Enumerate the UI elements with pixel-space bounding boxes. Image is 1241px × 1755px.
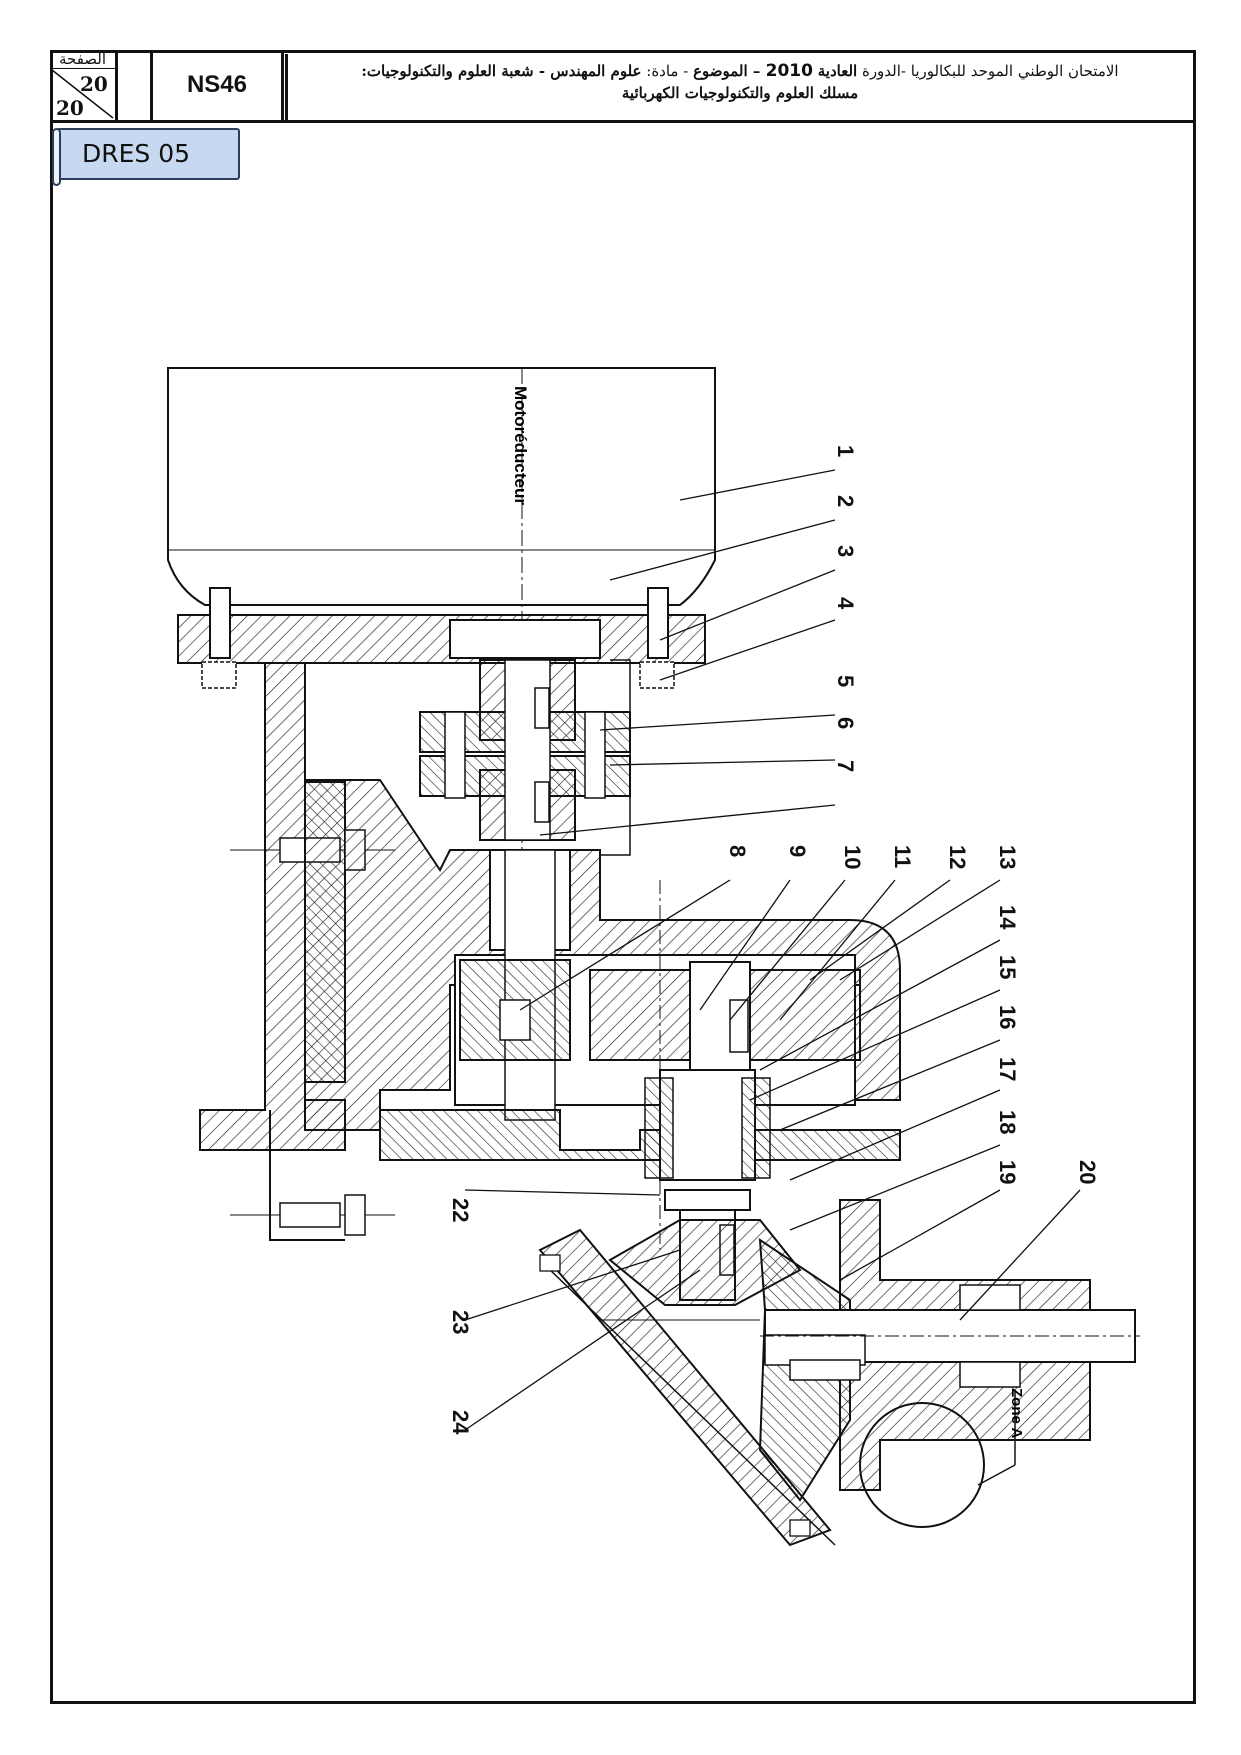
title-subject: علوم المهندس <box>550 62 642 80</box>
title-line2: مسلك العلوم والتكنولوجيات الكهربائية <box>621 84 859 102</box>
part-label-24: 24 <box>448 1410 473 1435</box>
part-label-17: 17 <box>995 1057 1020 1081</box>
part-label-9: 9 <box>785 845 810 857</box>
part-label-6: 6 <box>833 717 858 729</box>
exam-title: الامتحان الوطني الموحد للبكالوريا -الدور… <box>290 50 1190 120</box>
part-label-14: 14 <box>995 905 1020 930</box>
motor-label: Motoréducteur <box>511 386 530 505</box>
bevel-gear-assembly <box>538 1219 851 1547</box>
zone-a-marker: Zone A <box>859 1388 1025 1528</box>
part-label-8: 8 <box>725 845 750 857</box>
page-total: 20 <box>56 96 84 120</box>
page-frame <box>50 50 1196 1704</box>
gear-train <box>459 880 861 1250</box>
part-label-5: 5 <box>833 675 858 687</box>
title-branch: - شعبة العلوم والتكنولوجيات: <box>361 62 551 80</box>
part-label-11: 11 <box>890 845 915 868</box>
page-slash-divider <box>51 69 114 119</box>
part-label-16: 16 <box>995 1005 1020 1029</box>
motor-reducer-body <box>167 367 716 980</box>
title-subject-prefix: - مادة: <box>641 62 694 80</box>
title-session: العادية <box>817 62 858 80</box>
subject-code: NS46 <box>150 50 288 120</box>
part-label-23: 23 <box>448 1310 473 1334</box>
part-label-10: 10 <box>840 845 865 869</box>
part-label-4: 4 <box>833 597 858 610</box>
part-label-1: 1 <box>833 445 858 457</box>
shaft-coupling <box>419 659 631 856</box>
title-mid: – الموضوع <box>693 62 766 80</box>
zone-a-label: Zone A <box>1008 1388 1025 1438</box>
part-label-2: 2 <box>833 495 858 507</box>
part-leaders <box>464 469 1081 1431</box>
part-label-22: 22 <box>448 1198 473 1222</box>
title-year: 2010 <box>765 61 813 81</box>
part-label-7: 7 <box>833 760 858 772</box>
exam-header: الصفحة 20 20 NS46 الامتحان الوطني الموحد… <box>50 50 1196 123</box>
part-label-20: 20 <box>1075 1160 1100 1184</box>
part-label-15: 15 <box>995 955 1020 979</box>
part-number-labels: 1 2 3 4 5 6 7 8 9 10 11 12 13 14 15 16 1… <box>448 445 1100 1435</box>
page-label: الصفحة <box>50 50 115 69</box>
part-label-19: 19 <box>995 1160 1020 1184</box>
part-label-12: 12 <box>945 845 970 869</box>
part-label-3: 3 <box>833 545 858 557</box>
title-prefix: الامتحان الوطني الموحد للبكالوريا -الدور… <box>857 62 1119 80</box>
page-counter: الصفحة 20 20 <box>50 50 118 120</box>
mounting-flange <box>177 587 706 689</box>
output-shaft <box>760 1199 1140 1491</box>
part-label-18: 18 <box>995 1110 1020 1134</box>
document-reference-tab: DRES 05 <box>52 128 240 186</box>
part-label-13: 13 <box>995 845 1020 869</box>
page-number: 20 <box>80 72 108 96</box>
